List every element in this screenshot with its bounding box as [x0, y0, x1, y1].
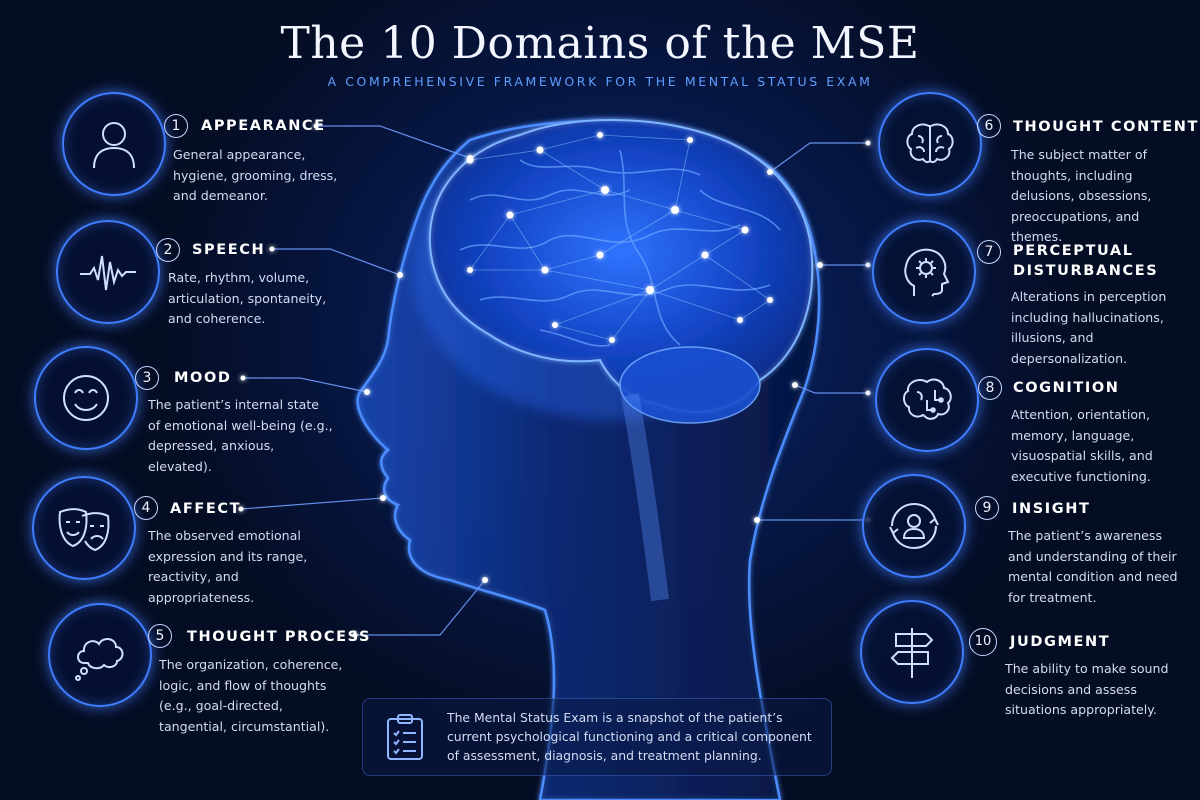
domain-number: 5 — [148, 624, 172, 648]
waveform-icon — [80, 255, 136, 291]
domain-description: Alterations in perception including hall… — [1011, 289, 1167, 366]
domain-description: The observed emotional expression and it… — [148, 528, 308, 605]
domain-title: APPEARANCE — [201, 118, 326, 134]
domain-description: The subject matter of thoughts, includin… — [1011, 147, 1152, 244]
domain-number: 9 — [975, 496, 999, 520]
smiley-face-icon — [63, 375, 109, 421]
domain-icon-circle — [34, 346, 138, 450]
domain-icon-circle — [48, 603, 152, 707]
domain-icon-circle — [862, 474, 966, 578]
domain-number: 7 — [977, 240, 1001, 264]
domain-icon-circle — [872, 220, 976, 324]
domain-number: 6 — [977, 114, 1001, 138]
domain-description: Attention, orientation, memory, language… — [1011, 407, 1153, 484]
page-title: The 10 Domains of the MSE — [280, 18, 920, 69]
domain-number: 4 — [134, 496, 158, 520]
domain-title: PERCEPTUAL DISTURBANCES — [1013, 243, 1159, 279]
domain-number: 2 — [156, 238, 180, 262]
domain-title: THOUGHT CONTENT — [1013, 119, 1200, 135]
domain-icon-circle — [62, 92, 166, 196]
page-subtitle: A COMPREHENSIVE FRAMEWORK FOR THE MENTAL… — [327, 74, 873, 89]
self-awareness-icon — [889, 502, 939, 550]
domain-description: The patient’s awareness and understandin… — [1008, 528, 1178, 605]
brain-shape — [428, 119, 814, 413]
domain-number: 10 — [969, 628, 997, 656]
domain-title: COGNITION — [1013, 380, 1120, 396]
domain-number: 1 — [164, 114, 188, 138]
domain-number: 8 — [978, 376, 1002, 400]
masks-icon — [58, 508, 110, 552]
domain-title: JUDGMENT — [1010, 634, 1111, 650]
domain-description: Rate, rhythm, volume, articulation, spon… — [168, 270, 327, 326]
domain-icon-circle — [56, 220, 160, 324]
domain-title: MOOD — [174, 370, 232, 386]
domain-icon-circle — [875, 348, 979, 452]
domain-description: The patient’s internal state of emotiona… — [148, 397, 333, 474]
signpost-icon — [890, 628, 934, 678]
domain-number: 3 — [135, 366, 159, 390]
clipboard-checklist-icon — [387, 714, 423, 760]
domain-description: The organization, coherence, logic, and … — [159, 657, 343, 734]
summary-box: The Mental Status Exam is a snapshot of … — [362, 698, 832, 776]
domain-title: THOUGHT PROCESS — [187, 629, 372, 645]
domain-icon-circle — [32, 476, 136, 580]
head-gear-icon — [904, 248, 950, 297]
brain-icon — [906, 123, 954, 164]
domain-description: General appearance, hygiene, grooming, d… — [173, 147, 338, 203]
domain-icon-circle — [878, 92, 982, 196]
domain-title: SPEECH — [192, 242, 266, 258]
thought-cloud-icon — [75, 638, 124, 681]
domain-description: The ability to make sound decisions and … — [1005, 661, 1169, 717]
domain-icon-circle — [860, 600, 964, 704]
domain-title: AFFECT — [170, 501, 242, 517]
person-icon — [93, 122, 135, 169]
brain-circuit-icon — [903, 378, 952, 420]
domain-title: INSIGHT — [1012, 501, 1091, 517]
summary-text: The Mental Status Exam is a snapshot of … — [447, 710, 812, 763]
